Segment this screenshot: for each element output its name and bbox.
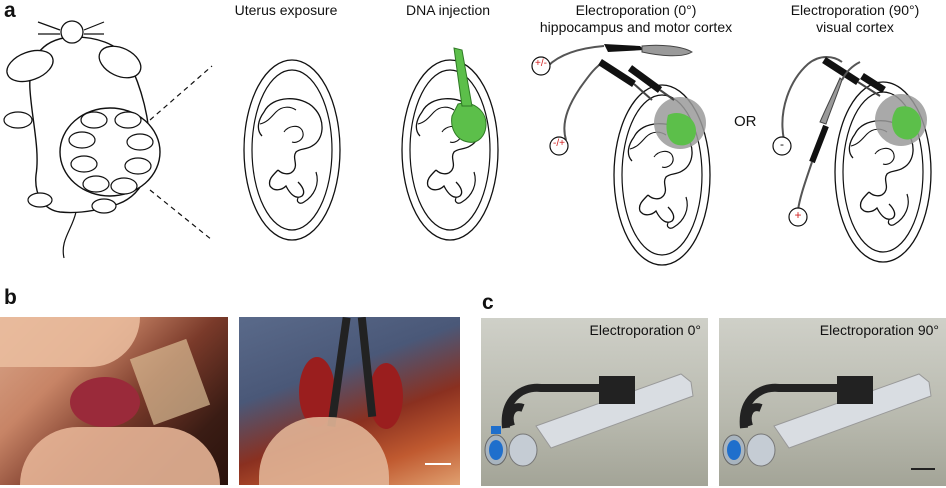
or-text: OR xyxy=(734,113,757,130)
photo-uterus-horn-right xyxy=(369,363,403,429)
step-label-electroporation-0-line1: Electroporation (0°) xyxy=(575,2,697,18)
render-label-0: Electroporation 0° xyxy=(589,322,701,338)
step-label-uterus-exposure: Uterus exposure xyxy=(234,2,338,18)
panel-letter-a: a xyxy=(4,0,16,22)
photo-embryo-sac xyxy=(70,377,140,427)
electrode-device-90 xyxy=(722,373,935,470)
electrode-sign-90-top: - xyxy=(780,137,784,151)
injection-needle xyxy=(453,47,473,107)
photo-fingers xyxy=(259,417,389,485)
electrode-device-0 xyxy=(484,373,694,467)
panel-a-diagram xyxy=(3,20,932,266)
electrodes-90-drawing xyxy=(772,56,886,227)
uterus-electroporation-0-drawing xyxy=(613,84,711,266)
panel-letter-b: b xyxy=(4,286,17,309)
scale-bar-c xyxy=(911,468,935,470)
step-label-electroporation-0: Electroporation (0°) hippocampus and mot… xyxy=(516,2,756,36)
step-label-electroporation-90-line2: visual cortex xyxy=(816,19,894,35)
photo-finger-top xyxy=(0,317,140,367)
photo-tweezer-right xyxy=(357,317,377,418)
step-label-electroporation-0-line2: hippocampus and motor cortex xyxy=(539,19,733,35)
step-label-electroporation-90: Electroporation (90°) visual cortex xyxy=(770,2,940,36)
photo-finger-bottom xyxy=(20,427,220,485)
render-electroporation-0: Electroporation 0° xyxy=(481,318,708,486)
electrode-sign-circle-90-bottom xyxy=(788,207,808,227)
photo-uterus-exposure xyxy=(0,317,228,485)
electrode-sign-90-bottom: + xyxy=(794,208,802,222)
electrode-sign-circle-0-bottom xyxy=(549,136,569,156)
uterus-electroporation-90-drawing xyxy=(834,81,932,263)
panel-letter-c: c xyxy=(482,291,494,314)
photo-electroporation xyxy=(239,317,460,485)
electrode-sign-circle-0-top xyxy=(531,56,551,76)
electrodes-0-drawing xyxy=(531,44,693,156)
uterus-injection-drawing xyxy=(401,47,499,241)
scale-bar-b xyxy=(425,463,451,465)
electrode-sign-circle-90-top xyxy=(772,136,792,156)
step-label-electroporation-90-line1: Electroporation (90°) xyxy=(790,2,920,18)
uterus-exposure-drawing xyxy=(243,59,341,241)
mouse-drawing xyxy=(3,20,213,259)
electrode-sign-0-bottom: -/+ xyxy=(553,138,565,149)
electrode-sign-0-top: +/- xyxy=(535,58,547,69)
step-label-dna-injection: DNA injection xyxy=(405,2,491,18)
render-electroporation-90: Electroporation 90° xyxy=(719,318,946,486)
render-label-90: Electroporation 90° xyxy=(819,322,939,338)
photo-pipette xyxy=(129,338,211,426)
